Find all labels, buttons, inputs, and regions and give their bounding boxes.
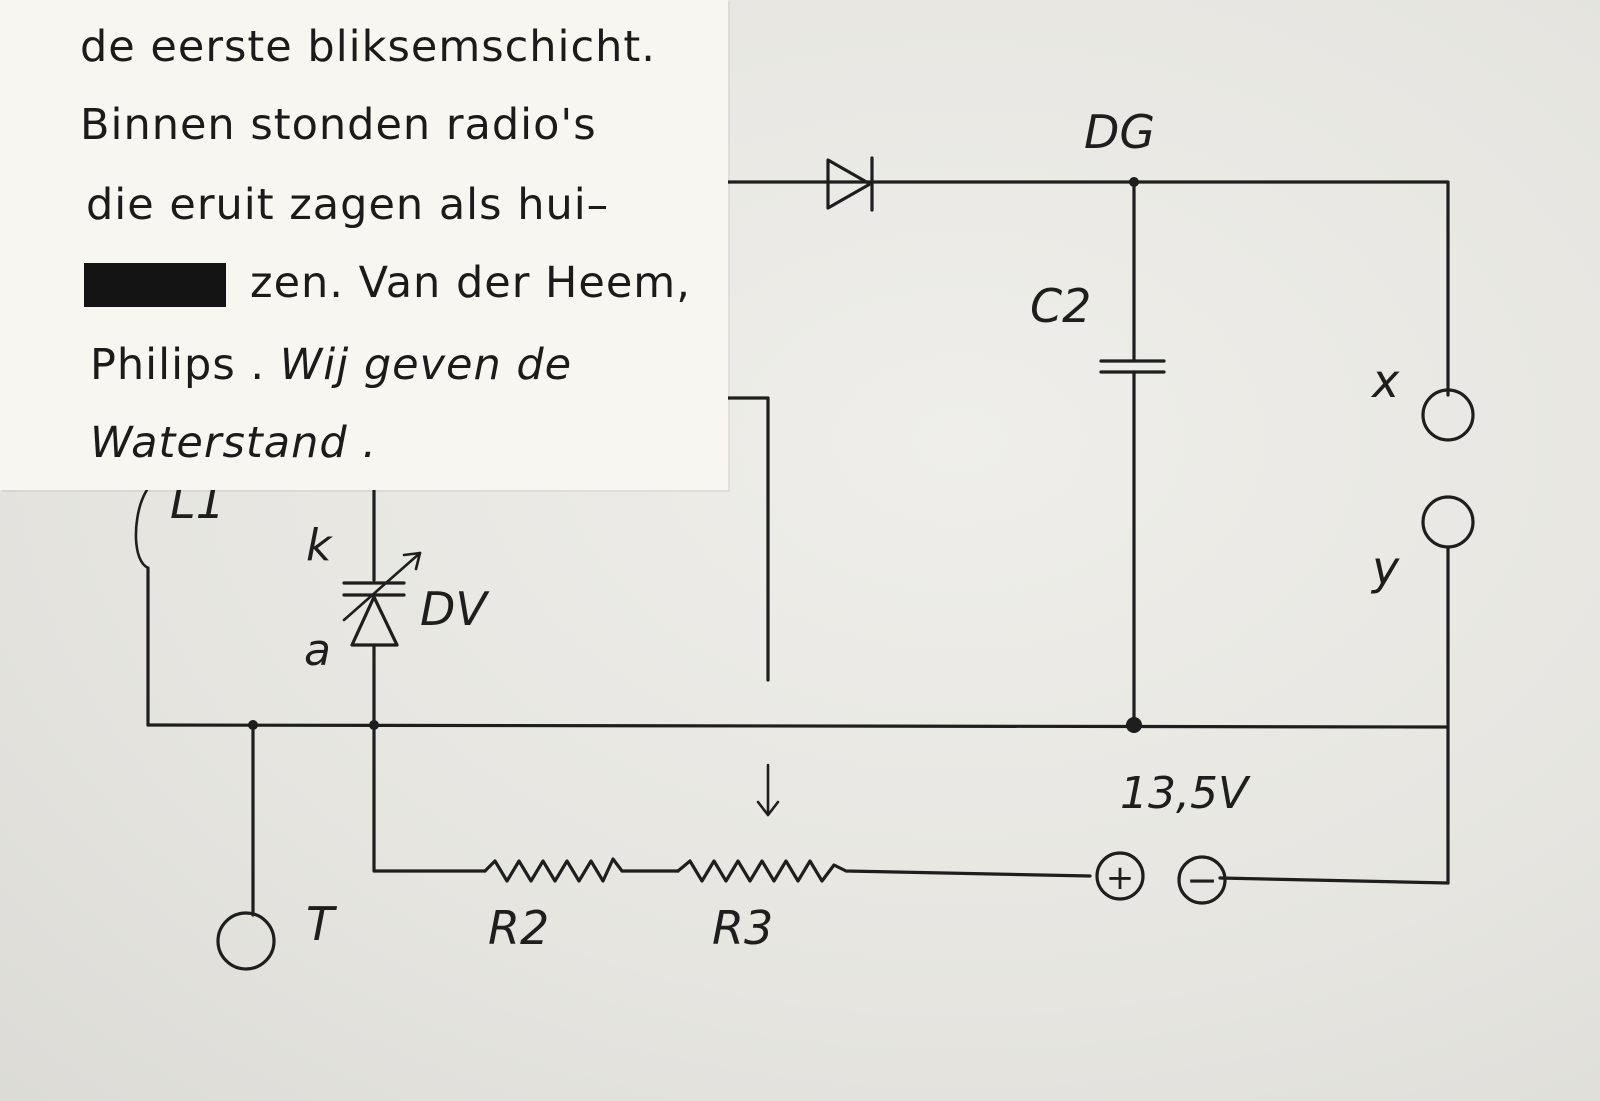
- dv-wire-lower: [372, 643, 487, 873]
- resistor-r2: [483, 857, 680, 883]
- note-line-5-italic: Wij geven de: [279, 340, 573, 390]
- l1-coil-end: [134, 480, 158, 570]
- note-line-3: die eruit zagen als hui–: [86, 180, 610, 230]
- diode-dg: [826, 156, 874, 212]
- note-line-2: Binnen stonden radio's: [80, 100, 597, 150]
- label-k: k: [306, 520, 333, 571]
- top-wire: [713, 180, 1450, 397]
- pot-feed-wire: [726, 396, 770, 682]
- minus-wire: [1218, 876, 1450, 885]
- battery-plus-terminal: [1095, 851, 1145, 901]
- label-r2: R2: [488, 901, 549, 955]
- note-line-6: Waterstand .: [90, 418, 378, 468]
- terminal-t: [216, 911, 276, 971]
- label-c2: C2: [1030, 279, 1091, 333]
- capacitor-c2: [1099, 359, 1166, 374]
- label-y: y: [1370, 541, 1400, 595]
- redaction-bar: [84, 263, 226, 307]
- label-dg: DG: [1084, 105, 1155, 159]
- ground-bus: [146, 723, 1448, 729]
- varicap-dv: [342, 551, 422, 647]
- battery-minus-terminal: [1177, 855, 1227, 905]
- label-plus: +: [1106, 858, 1135, 898]
- note-line-4: zen. Van der Heem,: [250, 258, 691, 308]
- note-line-5-plain: Philips .: [90, 340, 266, 390]
- caption-note: de eerste bliksemschicht. Binnen stonden…: [0, 0, 728, 490]
- terminal-y: [1421, 495, 1475, 549]
- note-line-1: de eerste bliksemschicht.: [80, 22, 656, 72]
- label-minus: −: [1186, 858, 1218, 902]
- label-dv: DV: [420, 582, 490, 636]
- label-a: a: [304, 625, 331, 676]
- note-line-5: Philips . Wij geven de: [90, 340, 572, 390]
- label-t: T: [306, 897, 338, 951]
- resistor-r3: [676, 859, 1092, 883]
- label-x: x: [1370, 354, 1400, 408]
- label-voltage: 13,5V: [1120, 768, 1251, 819]
- terminal-x: [1421, 388, 1475, 442]
- junction-dot-dv: [369, 720, 379, 730]
- wiper-arrow: [756, 763, 780, 817]
- label-r3: R3: [712, 901, 773, 955]
